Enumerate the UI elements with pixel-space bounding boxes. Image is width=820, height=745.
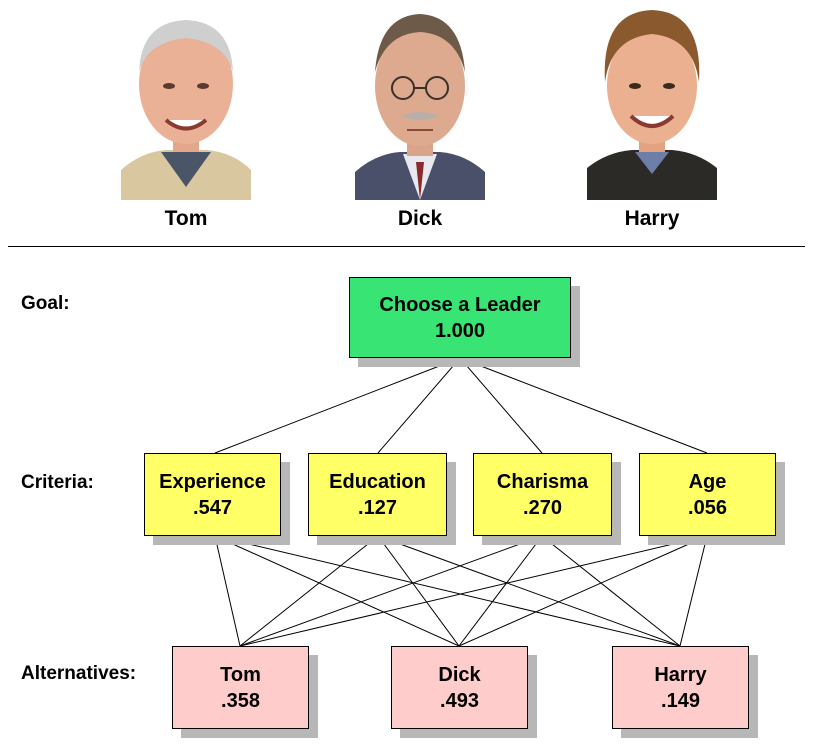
link-age-tom [239, 535, 708, 647]
criterion-value: .127 [358, 496, 397, 519]
alternative-value: .493 [440, 689, 479, 712]
criterion-education: Education .127 [308, 453, 447, 536]
link-charisma-tom [239, 535, 543, 647]
goal-row-label: Goal: [21, 293, 70, 314]
portrait-caption: Harry [624, 207, 680, 230]
alternatives-row-label: Alternatives: [21, 663, 137, 684]
link-age-harry [679, 535, 708, 647]
alternative-value: .149 [661, 689, 700, 712]
criterion-label: Experience [159, 470, 266, 493]
criterion-experience: Experience .547 [144, 453, 281, 536]
criterion-charisma: Charisma .270 [473, 453, 612, 536]
alternative-dick: Dick .493 [391, 646, 528, 729]
goal-value: 1.000 [434, 319, 486, 342]
portrait-caption: Dick [397, 207, 443, 230]
portrait-tom: Tom [116, 0, 256, 230]
dick-photo [355, 2, 485, 200]
link-experience-harry [214, 535, 681, 647]
link-education-harry [377, 535, 681, 647]
link-goal-education [377, 357, 461, 454]
portrait-harry: Harry [582, 0, 722, 230]
link-education-dick [377, 535, 460, 647]
link-charisma-harry [541, 535, 681, 647]
alternative-label: Harry [654, 663, 707, 686]
alternative-harry: Harry .149 [612, 646, 749, 729]
link-experience-dick [214, 535, 460, 647]
portrait-caption: Tom [164, 207, 208, 230]
divider [8, 246, 805, 247]
link-age-dick [458, 535, 708, 647]
link-goal-age [459, 357, 708, 454]
criterion-value: .547 [193, 496, 232, 519]
link-goal-experience [214, 357, 461, 454]
portrait-dick: Dick [350, 0, 490, 230]
goal-label: Choose a Leader [379, 293, 541, 316]
link-education-tom [239, 535, 379, 647]
link-goal-charisma [459, 357, 543, 454]
alternative-tom: Tom .358 [172, 646, 309, 729]
link-charisma-dick [458, 535, 543, 647]
criteria-row-label: Criteria: [21, 472, 94, 493]
criterion-label: Charisma [496, 470, 589, 493]
alternative-value: .358 [221, 689, 260, 712]
link-experience-tom [214, 535, 241, 647]
criterion-label: Education [329, 470, 426, 493]
criterion-label: Age [688, 470, 727, 493]
harry-photo [587, 2, 717, 200]
goal-node: Choose a Leader 1.000 [349, 277, 571, 358]
tom-photo [121, 2, 251, 200]
criterion-value: .270 [523, 496, 562, 519]
criterion-age: Age .056 [639, 453, 776, 536]
alternative-label: Dick [438, 663, 481, 686]
alternative-label: Tom [220, 663, 261, 686]
criterion-value: .056 [688, 496, 727, 519]
